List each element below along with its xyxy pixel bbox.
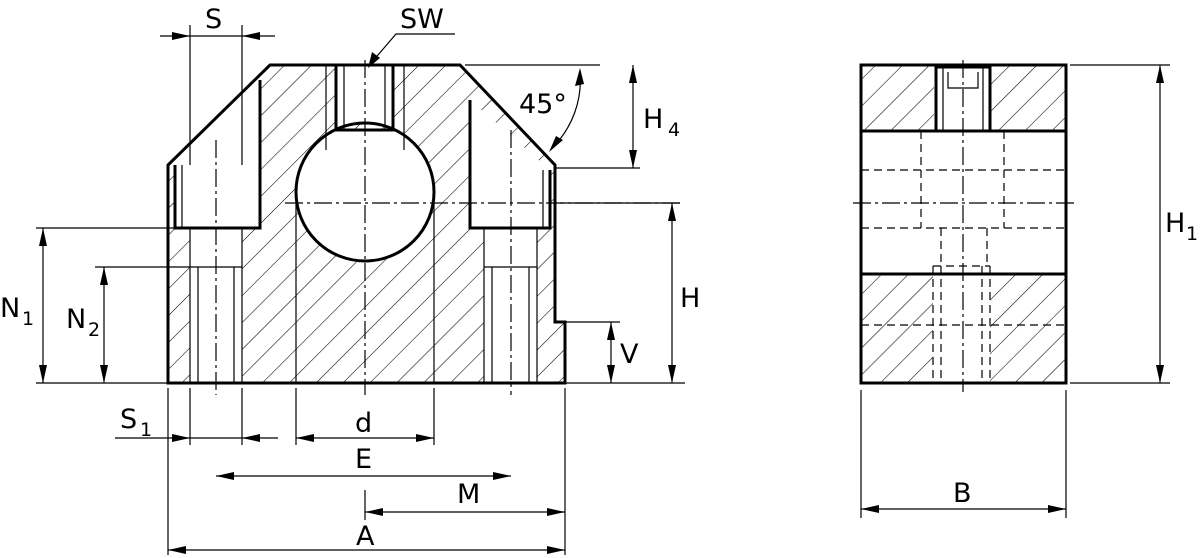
label-S1: S <box>120 404 137 435</box>
label-SW: SW <box>400 4 444 35</box>
label-H1: H <box>1165 208 1185 239</box>
label-S1-sub: 1 <box>140 419 152 441</box>
label-E: E <box>355 444 372 475</box>
label-V: V <box>620 339 639 370</box>
label-H: H <box>680 283 700 314</box>
front-section-hatch <box>168 65 565 383</box>
side-dimensions: H 1 B <box>860 64 1198 518</box>
label-N1-sub: 1 <box>22 308 34 330</box>
label-d: d <box>355 408 372 439</box>
front-view <box>166 60 680 395</box>
right-bolt-hole <box>468 100 552 383</box>
label-N2: N <box>66 304 86 335</box>
label-A: A <box>356 521 375 552</box>
label-S: S <box>205 4 222 35</box>
left-bolt-hole <box>173 80 262 383</box>
label-M: M <box>457 479 480 510</box>
label-H4: H <box>643 104 663 135</box>
label-angle: 45° <box>519 89 567 120</box>
label-N2-sub: 2 <box>88 319 100 341</box>
label-N1: N <box>0 293 20 324</box>
label-H1-sub: 1 <box>1186 223 1198 245</box>
label-H4-sub: 4 <box>668 119 680 141</box>
front-dimensions: S SW 45° H 4 H V <box>0 4 700 555</box>
side-view <box>853 60 1074 392</box>
label-B: B <box>953 478 972 509</box>
